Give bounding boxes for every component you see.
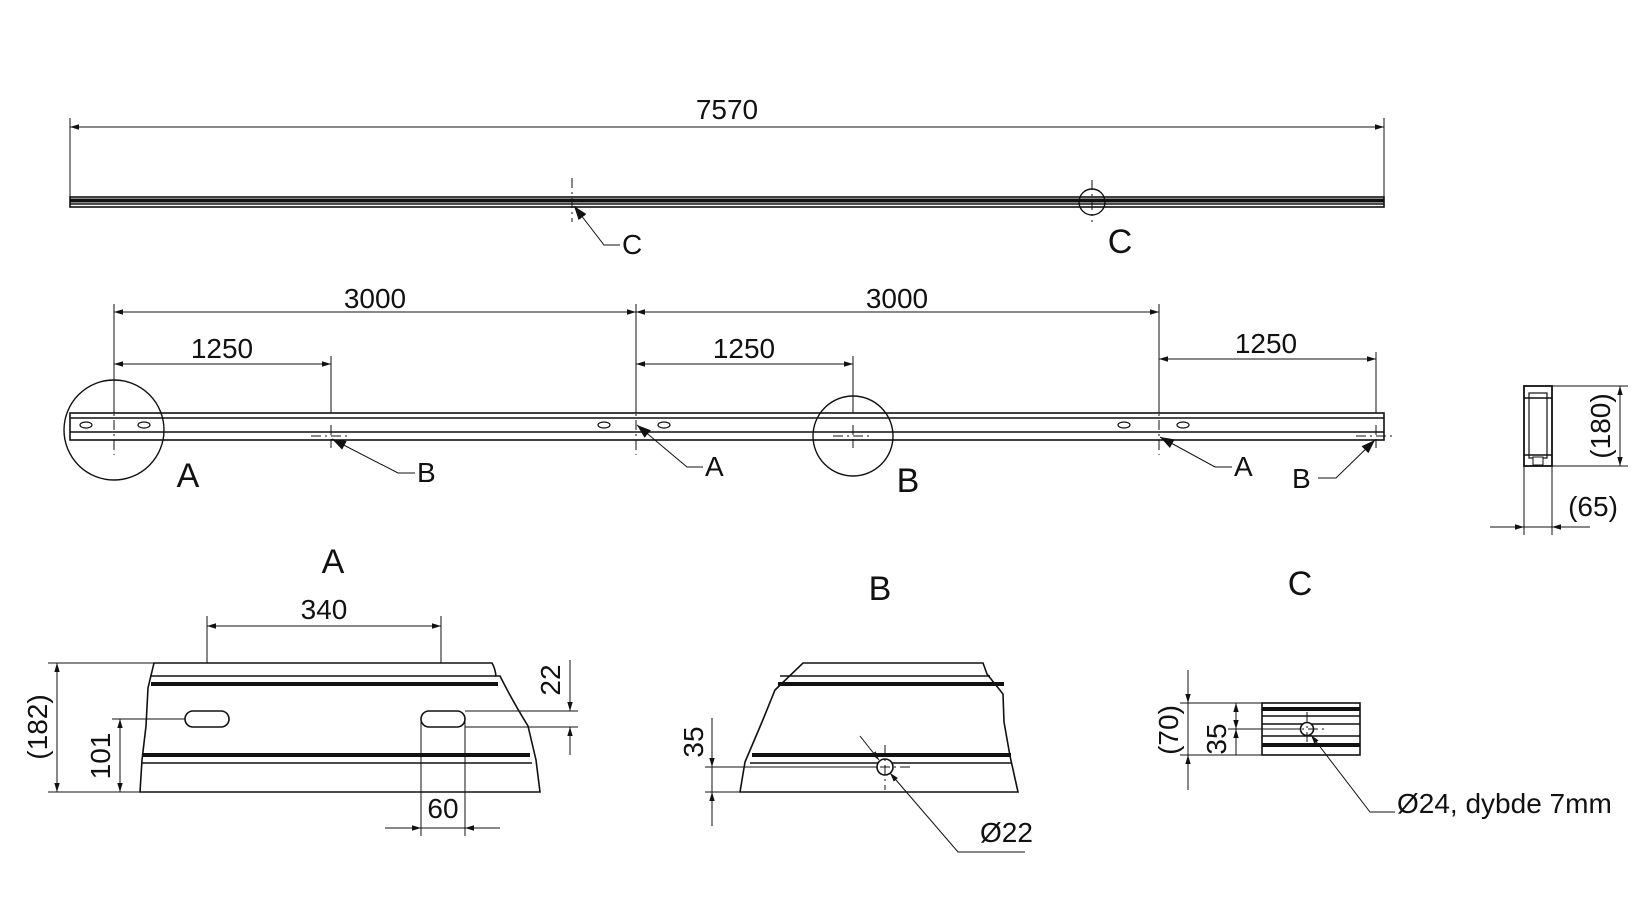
dim-3000-right-label: 3000 — [866, 283, 928, 314]
detail-c-title: C — [1288, 565, 1313, 603]
detail-b-title: B — [869, 570, 892, 608]
top-view: 7570 C C — [69, 94, 1385, 261]
slot — [597, 421, 611, 429]
ref-a-1-label: A — [705, 451, 724, 482]
detail-b-hole-diameter-label: Ø22 — [980, 817, 1033, 848]
detail-c-circle-label: C — [1108, 223, 1133, 261]
detail-b-hole-height-label: 35 — [678, 726, 709, 757]
slot-right — [420, 710, 466, 728]
bore-c-leader — [1310, 734, 1395, 813]
detail-c-height-label: (70) — [1153, 705, 1184, 755]
detail-b: B 35 Ø22 — [678, 570, 1033, 853]
overall-length-label: 7570 — [696, 94, 758, 125]
detail-c-hole-height-label: 35 — [1201, 723, 1232, 754]
ref-b-1-leader — [331, 438, 415, 474]
ref-b-2-leader — [1318, 439, 1376, 479]
detail-a-circle-label: A — [177, 457, 200, 495]
slot — [79, 421, 93, 429]
slot — [137, 421, 151, 429]
section-width-label: (65) — [1568, 491, 1618, 522]
detail-a-profile — [139, 662, 541, 793]
detail-a-title: A — [322, 543, 345, 581]
detail-c-reference: C — [622, 229, 642, 260]
detail-c-leader — [573, 205, 620, 246]
cross-section: (180) (65) — [1490, 385, 1628, 535]
detail-b-circle — [812, 395, 894, 477]
slot — [1117, 421, 1131, 429]
ref-a-1-leader — [636, 424, 703, 468]
detail-c-circle — [1078, 188, 1106, 216]
dim-3000-left-label: 3000 — [344, 283, 406, 314]
side-view: 3000 3000 1250 1250 1250 A B B — [63, 283, 1396, 500]
ref-a-2-label: A — [1234, 451, 1253, 482]
hole-b-leader-top — [859, 735, 880, 761]
hole-height-label: 101 — [85, 733, 116, 780]
top-offset-label: 22 — [535, 664, 566, 695]
detail-b-circle-label: B — [897, 462, 920, 500]
dim-1250-b-label: 1250 — [713, 333, 775, 364]
dim-1250-c-label: 1250 — [1235, 328, 1297, 359]
slot — [1176, 421, 1190, 429]
slot-spacing-label: 340 — [301, 594, 348, 625]
detail-a-circle — [63, 379, 165, 481]
slot — [657, 421, 671, 429]
slot-left — [184, 710, 230, 728]
ref-b-2-label: B — [1292, 463, 1311, 494]
ref-a-2-leader — [1159, 436, 1232, 468]
detail-c: C (70) 35 Ø24, dybde 7mm — [1153, 565, 1612, 819]
dim-1250-a-label: 1250 — [191, 333, 253, 364]
hole-b-leader — [889, 772, 1025, 853]
detail-a-height-label: (182) — [22, 694, 53, 759]
slot-length-label: 60 — [427, 793, 458, 824]
detail-c-bore-note: Ø24, dybde 7mm — [1397, 788, 1612, 819]
ref-b-1-label: B — [417, 457, 436, 488]
detail-a: A 340 (182) 101 22 60 — [22, 543, 578, 836]
section-height-label: (180) — [1585, 393, 1616, 458]
detail-b-profile — [739, 662, 1019, 793]
